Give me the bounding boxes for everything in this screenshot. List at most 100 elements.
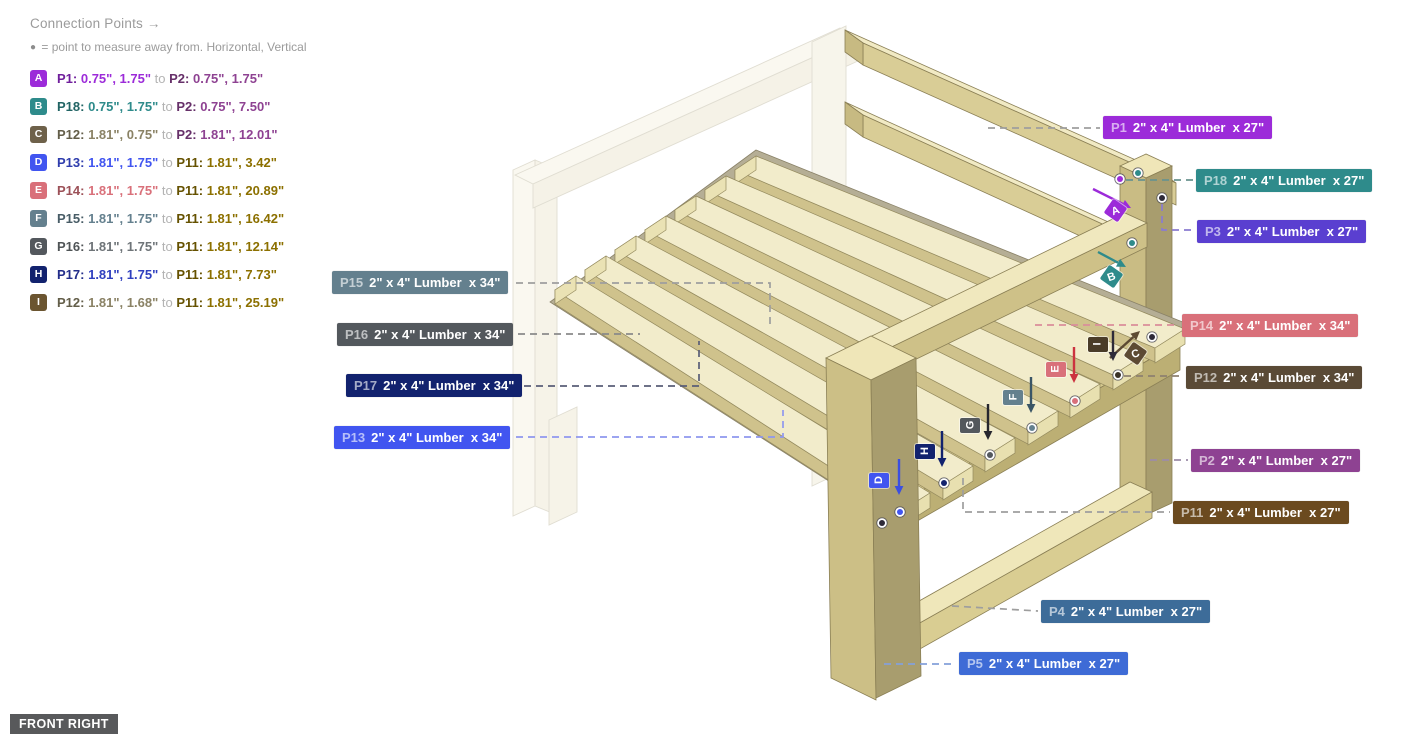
legend-row-I: I P12: 1.81", 1.68" to P11: 1.81", 25.19"	[30, 288, 284, 316]
leader-line-p13	[516, 410, 784, 438]
legend-row-A: A P1: 0.75", 1.75" to P2: 0.75", 1.75"	[30, 64, 284, 92]
leader-line-p15	[516, 282, 771, 328]
connection-marker-F[interactable]: F	[1003, 389, 1023, 405]
part-description: 2" x 4" Lumber x 27"	[1070, 604, 1203, 619]
legend-row-text: P15: 1.81", 1.75" to P11: 1.81", 16.42"	[57, 210, 285, 226]
legend-row-letter-badge: I	[30, 293, 47, 311]
part-description: 2" x 4" Lumber x 27"	[1233, 173, 1365, 188]
connection-point-2[interactable]	[1132, 167, 1144, 179]
connection-point-11[interactable]	[894, 506, 906, 518]
connection-arrow-d	[894, 459, 904, 495]
connection-point-1[interactable]	[1114, 173, 1126, 185]
legend-row-letter-badge: H	[30, 265, 47, 283]
connection-arrows	[894, 187, 1140, 495]
connection-points-header: Connection Points → ● = point to measure…	[30, 16, 307, 54]
part-description: 2" x 4" Lumber x 27"	[1132, 120, 1265, 135]
part-label-p14[interactable]: P14 2" x 4" Lumber x 34"	[1182, 314, 1359, 337]
leader-line-p3	[1161, 204, 1194, 231]
measure-point-icon: ●	[30, 42, 37, 53]
part-id: P14	[1190, 318, 1214, 333]
part-description: 2" x 4" Lumber x 27"	[1209, 505, 1341, 520]
connection-point-10[interactable]	[938, 477, 950, 489]
part-id: P11	[1181, 505, 1204, 520]
connection-arrow-b	[1097, 250, 1126, 267]
legend-note: ● = point to measure away from. Horizont…	[30, 40, 307, 54]
connection-marker-D[interactable]: D	[869, 472, 889, 488]
rail-p1	[844, 29, 1177, 206]
connection-arrow-i	[1108, 331, 1118, 361]
connection-point-12[interactable]	[876, 517, 888, 529]
legend-row-letter-badge: F	[30, 209, 47, 227]
part-description: 2" x 4" Lumber x 34"	[374, 327, 506, 342]
connection-marker-E[interactable]: E	[1046, 361, 1066, 377]
part-description: 2" x 4" Lumber x 27"	[1220, 453, 1353, 468]
part-id: P15	[340, 275, 364, 290]
part-label-p2[interactable]: P2 2" x 4" Lumber x 27"	[1191, 449, 1361, 472]
leader-line-p17	[524, 341, 700, 387]
part-label-p15[interactable]: P15 2" x 4" Lumber x 34"	[332, 271, 509, 294]
connection-point-9[interactable]	[984, 449, 996, 461]
part-label-p4[interactable]: P4 2" x 4" Lumber x 27"	[1041, 600, 1211, 623]
legend-row-text: P1: 0.75", 1.75" to P2: 0.75", 1.75"	[57, 70, 264, 86]
connection-dots	[876, 167, 1168, 529]
legend-row-text: P18: 0.75", 1.75" to P2: 0.75", 7.50"	[57, 98, 271, 114]
part-label-p1[interactable]: P1 2" x 4" Lumber x 27"	[1103, 116, 1273, 139]
part-id: P3	[1205, 224, 1221, 239]
leader-line-p11	[962, 478, 1170, 513]
connection-point-7[interactable]	[1069, 395, 1081, 407]
part-label-p3[interactable]: P3 2" x 4" Lumber x 27"	[1197, 220, 1367, 243]
connection-marker-I[interactable]: I	[1088, 336, 1108, 352]
legend-row-text: P14: 1.81", 1.75" to P11: 1.81", 20.89"	[57, 182, 285, 198]
part-label-p18[interactable]: P18 2" x 4" Lumber x 27"	[1196, 169, 1373, 192]
part-id: P1	[1111, 120, 1127, 135]
part-label-p5[interactable]: P5 2" x 4" Lumber x 27"	[959, 652, 1129, 675]
connection-point-6[interactable]	[1112, 369, 1124, 381]
part-id: P4	[1049, 604, 1065, 619]
part-description: 2" x 4" Lumber x 34"	[369, 275, 501, 290]
legend-row-letter-badge: D	[30, 153, 47, 171]
view-orientation-badge: FRONT RIGHT	[10, 714, 118, 734]
connection-arrow-g	[983, 404, 993, 440]
connection-point-3[interactable]	[1156, 192, 1168, 204]
leader-lines	[516, 127, 1194, 665]
connection-point-4[interactable]	[1126, 237, 1138, 249]
part-description: 2" x 4" Lumber x 34"	[371, 430, 503, 445]
connection-arrow-e	[1069, 347, 1079, 383]
part-id: P5	[967, 656, 983, 671]
part-label-p11[interactable]: P11 2" x 4" Lumber x 27"	[1173, 501, 1349, 524]
connection-marker-H[interactable]: H	[915, 443, 935, 459]
legend-row-letter-badge: G	[30, 237, 47, 255]
part-id: P17	[354, 378, 378, 393]
page-title: Connection Points →	[30, 16, 161, 31]
connection-arrow-f	[1026, 377, 1036, 413]
part-description: 2" x 4" Lumber x 34"	[383, 378, 515, 393]
rail-p18	[844, 101, 1147, 267]
legend-row-F: F P15: 1.81", 1.75" to P11: 1.81", 16.42"	[30, 204, 284, 232]
connection-point-8[interactable]	[1026, 422, 1038, 434]
legend-row-letter-badge: A	[30, 69, 47, 87]
connection-marker-G[interactable]: G	[960, 417, 980, 433]
part-label-p17[interactable]: P17 2" x 4" Lumber x 34"	[346, 374, 523, 397]
part-description: 2" x 4" Lumber x 27"	[1226, 224, 1359, 239]
part-description: 2" x 4" Lumber x 34"	[1219, 318, 1351, 333]
legend-row-text: P12: 1.81", 1.68" to P11: 1.81", 25.19"	[57, 294, 285, 310]
leader-line-p4	[951, 605, 1039, 612]
part-id: P2	[1199, 453, 1215, 468]
connection-point-5[interactable]	[1146, 331, 1158, 343]
legend-row-text: P12: 1.81", 0.75" to P2: 1.81", 12.01"	[57, 126, 278, 142]
part-id: P18	[1204, 173, 1228, 188]
part-description: 2" x 4" Lumber x 34"	[1223, 370, 1355, 385]
legend-note-text: = point to measure away from. Horizontal…	[41, 40, 307, 54]
part-description: 2" x 4" Lumber x 27"	[988, 656, 1121, 671]
